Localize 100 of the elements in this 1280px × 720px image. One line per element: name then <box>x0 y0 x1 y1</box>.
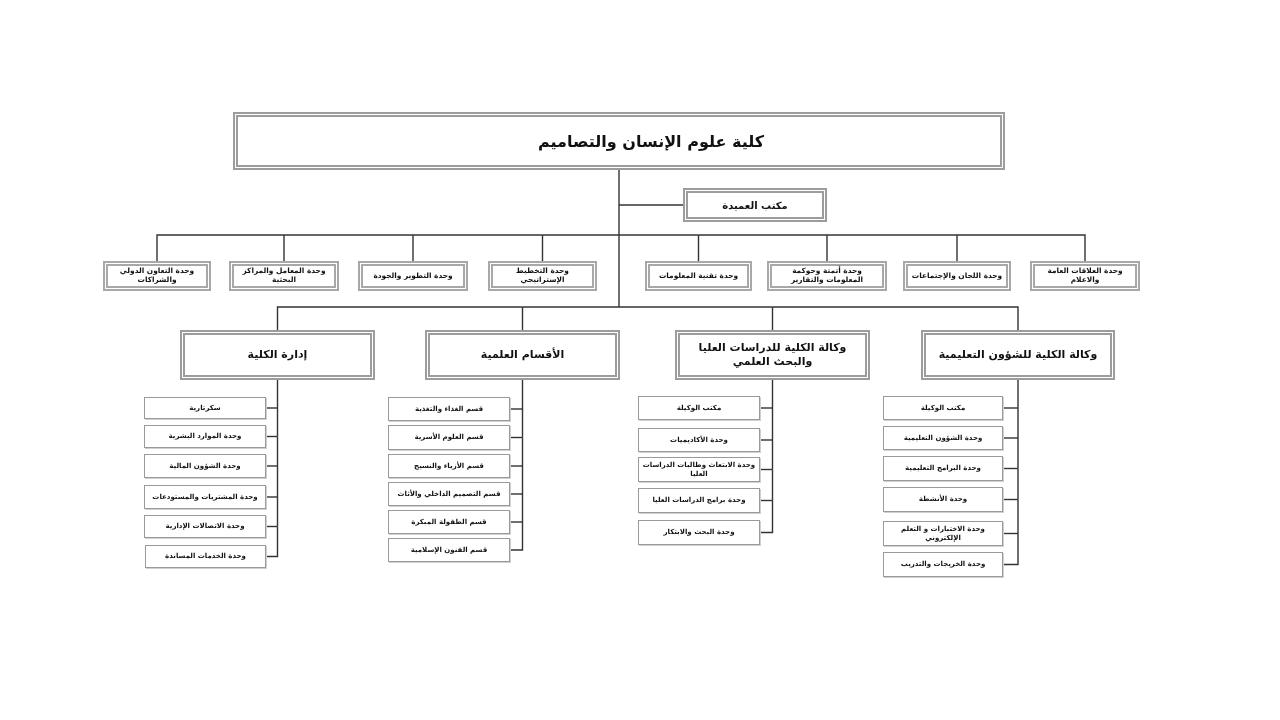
unit-box <box>903 261 1011 291</box>
division-name: وكالة الكلية للشؤون التعليمية <box>937 348 1099 362</box>
connector-line <box>412 234 544 236</box>
connector-line <box>283 234 285 262</box>
connector-line <box>1017 407 1019 439</box>
sub-unit-box <box>883 396 1003 420</box>
connector-line <box>1017 379 1019 409</box>
connector-line <box>521 408 524 439</box>
connector-line <box>618 204 620 236</box>
connector-line <box>509 493 524 495</box>
connector-line <box>521 306 524 331</box>
connector-line <box>618 234 620 308</box>
connector-line <box>265 496 279 498</box>
connector-line <box>1002 437 1019 439</box>
connector-line <box>771 306 774 331</box>
sub-unit-box <box>883 487 1003 512</box>
connector-line <box>771 439 774 471</box>
connector-line <box>1017 437 1019 470</box>
connector-line <box>771 306 1019 331</box>
unit-box <box>767 261 887 291</box>
connector-line <box>412 234 414 262</box>
sub-unit-box <box>638 488 760 513</box>
college-title-box <box>233 112 1005 170</box>
connector-line <box>521 465 524 495</box>
connector-line <box>826 234 828 262</box>
sub-unit-box <box>388 510 510 534</box>
connector-line <box>521 379 524 410</box>
connector-line <box>283 234 414 236</box>
connector-line <box>771 468 774 502</box>
unit-box <box>488 261 597 291</box>
sub-unit-box <box>883 521 1003 546</box>
connector-line <box>276 496 279 528</box>
division-name: إدارة الكلية <box>246 348 309 362</box>
sub-unit-box <box>144 397 266 419</box>
sub-unit-box <box>388 538 510 562</box>
connector-line <box>759 407 774 409</box>
unit-box <box>358 261 468 291</box>
division-box <box>675 330 870 380</box>
connector-line <box>1002 532 1019 566</box>
sub-unit-box <box>638 520 760 545</box>
division-box <box>921 330 1115 380</box>
connector-line <box>276 306 524 331</box>
connector-line <box>541 234 544 262</box>
connector-line <box>697 234 700 262</box>
connector-line <box>509 521 524 523</box>
connector-line <box>826 234 958 236</box>
sub-unit-box <box>144 485 266 509</box>
connector-line <box>509 465 524 467</box>
sub-unit-box <box>388 454 510 478</box>
sub-unit-box <box>883 456 1003 481</box>
connector-line <box>541 234 620 236</box>
sub-unit-box <box>144 515 266 538</box>
division-name: وكالة الكلية للدراسات العليا والبحث العلمي <box>697 341 848 369</box>
sub-unit-box <box>638 396 760 420</box>
connector-line <box>276 435 279 467</box>
sub-unit-box <box>638 428 760 452</box>
connector-line <box>618 204 684 206</box>
sub-unit-box <box>144 425 266 448</box>
sub-unit-box <box>144 454 266 478</box>
connector-line <box>771 379 774 409</box>
connector-line <box>956 234 958 262</box>
connector-line <box>1017 467 1019 501</box>
connector-line <box>1017 498 1019 535</box>
connector-line <box>618 169 620 206</box>
connector-line <box>509 408 524 410</box>
connector-line <box>759 499 774 534</box>
unit-box <box>1030 261 1140 291</box>
division-name: الأقسام العلمية <box>479 348 566 362</box>
sub-unit-box <box>388 482 510 506</box>
sub-unit-box <box>883 552 1003 577</box>
connector-line <box>265 465 279 467</box>
connector-line <box>618 234 700 236</box>
office-name: مكتب العميدة <box>722 199 788 211</box>
connector-line <box>618 306 774 308</box>
division-box <box>425 330 620 380</box>
connector-line <box>276 465 279 498</box>
connector-line <box>956 234 1086 262</box>
college-name: كلية علوم الإنسان والتصاميم <box>537 131 765 151</box>
connector-line <box>276 379 279 409</box>
connector-line <box>697 234 828 236</box>
unit-box <box>229 261 339 291</box>
unit-box <box>103 261 211 291</box>
connector-line <box>509 521 524 551</box>
unit-box <box>645 261 752 291</box>
sub-unit-box <box>388 397 510 421</box>
sub-unit-box <box>388 425 510 450</box>
connector-line <box>521 436 524 467</box>
connector-line <box>265 525 279 558</box>
sub-unit-box <box>883 426 1003 450</box>
division-box <box>180 330 375 380</box>
connector-line <box>521 306 620 308</box>
office-box <box>683 188 827 222</box>
connector-line <box>521 493 524 523</box>
connector-line <box>265 407 279 409</box>
connector-line <box>771 407 774 441</box>
connector-line <box>156 234 285 262</box>
connector-line <box>276 407 279 438</box>
connector-line <box>759 439 774 441</box>
connector-line <box>1002 407 1019 409</box>
sub-unit-box <box>145 545 266 568</box>
